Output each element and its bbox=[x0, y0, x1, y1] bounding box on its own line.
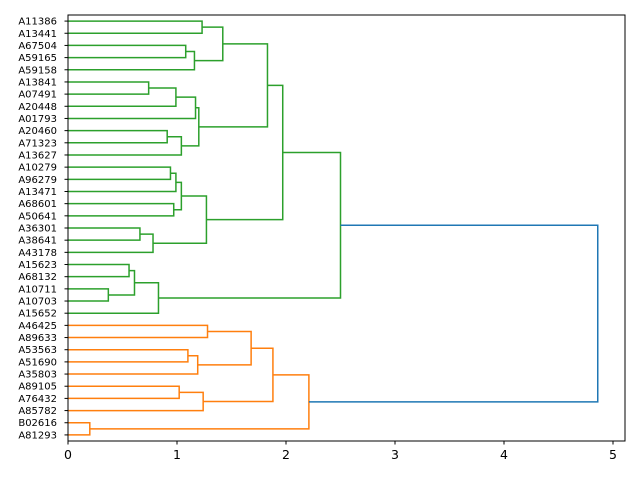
x-tick-label: 0 bbox=[64, 447, 72, 462]
leaf-label: A85782 bbox=[18, 406, 57, 417]
leaf-label: A13441 bbox=[18, 29, 57, 40]
leaf-label: A10711 bbox=[18, 284, 57, 295]
dendrogram-link bbox=[89, 374, 310, 430]
leaf-label: A15623 bbox=[18, 260, 57, 271]
dendrogram-link bbox=[197, 330, 252, 366]
dendrogram-link bbox=[308, 224, 599, 403]
dendrogram-link bbox=[181, 107, 200, 147]
dendrogram-link bbox=[173, 181, 183, 211]
dendrogram-link bbox=[68, 202, 175, 217]
leaf-label: A07491 bbox=[18, 90, 57, 101]
leaf-label: A11386 bbox=[18, 17, 57, 28]
leaf-label: A81293 bbox=[18, 430, 57, 441]
dendrogram-link bbox=[206, 84, 284, 221]
x-tick-label: 4 bbox=[500, 447, 508, 462]
leaf-label: A67504 bbox=[18, 41, 57, 52]
dendrogram-link bbox=[158, 151, 342, 299]
leaf-label: A20460 bbox=[18, 126, 57, 137]
dendrogram-link bbox=[68, 355, 199, 375]
x-tick-label: 3 bbox=[391, 447, 399, 462]
leaf-label: A59158 bbox=[18, 65, 57, 76]
x-tick-label: 1 bbox=[173, 447, 181, 462]
leaf-label: A13627 bbox=[18, 150, 57, 161]
leaf-label: A89105 bbox=[18, 382, 57, 393]
dendrogram-link bbox=[68, 385, 180, 400]
x-tick-label: 2 bbox=[282, 447, 290, 462]
leaf-label: A68132 bbox=[18, 272, 57, 283]
leaf-label: A59165 bbox=[18, 53, 57, 64]
leaf-label: A10279 bbox=[18, 163, 57, 174]
leaf-label: A13471 bbox=[18, 187, 57, 198]
leaf-label: A89633 bbox=[18, 333, 57, 344]
leaf-label: A51690 bbox=[18, 357, 57, 368]
dendrogram-link bbox=[68, 348, 189, 363]
leaf-label: A35803 bbox=[18, 370, 57, 381]
dendrogram-links bbox=[68, 20, 599, 436]
dendrogram-link bbox=[198, 43, 269, 128]
leaf-label: A53563 bbox=[18, 345, 57, 356]
dendrogram-link bbox=[68, 324, 209, 339]
dendrogram-link bbox=[153, 195, 208, 244]
leaf-label: A71323 bbox=[18, 138, 57, 149]
dendrogram-link bbox=[68, 421, 91, 436]
leaf-label: A10703 bbox=[18, 297, 57, 308]
leaf-label: A01793 bbox=[18, 114, 57, 125]
dendrogram-link bbox=[203, 347, 274, 403]
x-tick-label: 5 bbox=[609, 447, 617, 462]
dendrogram-link bbox=[68, 263, 130, 278]
dendrogram-link bbox=[68, 50, 196, 71]
leaf-label: A68601 bbox=[18, 199, 57, 210]
dendrogram-link bbox=[68, 391, 204, 412]
dendrogram-link bbox=[68, 172, 177, 193]
dendrogram-link bbox=[108, 269, 136, 296]
dendrogram-link bbox=[68, 227, 141, 241]
leaf-label: A13841 bbox=[18, 77, 57, 88]
dendrogram-link bbox=[68, 166, 172, 181]
leaf-label: A38641 bbox=[18, 236, 57, 247]
dendrogram-link bbox=[68, 44, 187, 59]
leaf-label: A15652 bbox=[18, 309, 57, 320]
dendrogram-link bbox=[68, 288, 110, 302]
dendrogram-link bbox=[68, 96, 197, 120]
leaf-label: A36301 bbox=[18, 224, 57, 235]
dendrogram-link bbox=[68, 282, 160, 314]
leaf-label: A76432 bbox=[18, 394, 57, 405]
dendrogram-link bbox=[68, 81, 150, 95]
leaf-label: A50641 bbox=[18, 211, 57, 222]
leaf-label: A20448 bbox=[18, 102, 57, 113]
dendrogram-link bbox=[68, 87, 177, 108]
dendrogram-link bbox=[194, 26, 224, 62]
dendrogram-link bbox=[68, 129, 168, 144]
dendrogram-link bbox=[68, 20, 203, 35]
leaf-labels: A11386A13441A67504A59165A59158A13841A074… bbox=[18, 17, 68, 441]
leaf-label: A43178 bbox=[18, 248, 57, 259]
leaf-label: A96279 bbox=[18, 175, 57, 186]
x-axis: 0 1 2 3 4 5 bbox=[64, 441, 617, 462]
plot-frame bbox=[67, 14, 626, 442]
dendrogram-link bbox=[68, 135, 183, 156]
leaf-label: A46425 bbox=[18, 321, 57, 332]
leaf-label: B02616 bbox=[18, 418, 57, 429]
